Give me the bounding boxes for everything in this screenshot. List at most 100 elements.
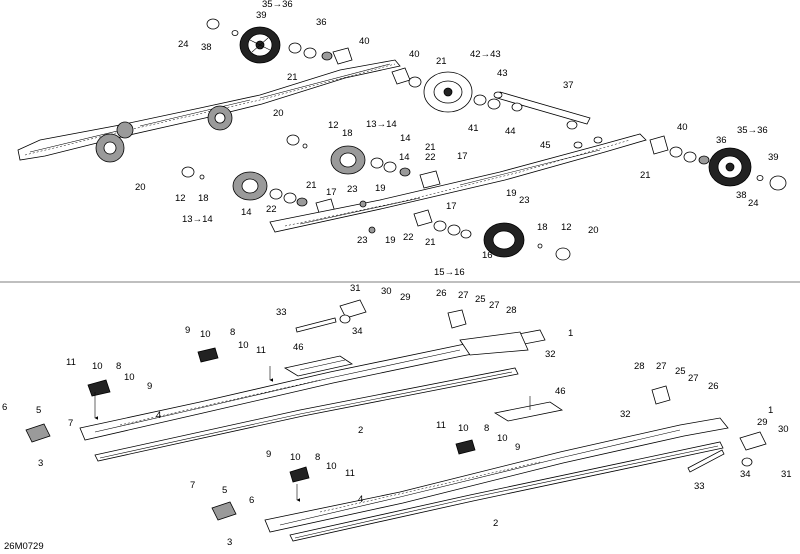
bracket-40b <box>391 67 411 85</box>
upper-callout-40: 40 <box>409 49 420 60</box>
lower-callout-10: 10 <box>238 340 249 351</box>
upper-callout-23: 23 <box>347 184 358 195</box>
upper-callout-45: 45 <box>540 140 551 151</box>
upper-callout-40: 40 <box>359 36 370 47</box>
lower-callout-27: 27 <box>458 290 469 301</box>
upper-callout-40: 40 <box>677 122 688 133</box>
upper-callout-24: 24 <box>748 198 759 209</box>
lower-callout-31: 31 <box>781 469 792 480</box>
upper-callout-24: 24 <box>178 39 189 50</box>
upper-callout-12: 12 <box>175 193 186 204</box>
upper-callout-35-36: 35→36 <box>737 125 768 136</box>
upper-callout-21: 21 <box>425 237 436 248</box>
lower-callout-28: 28 <box>506 305 517 316</box>
bracket-17c <box>413 209 433 227</box>
lower-callout-10: 10 <box>200 329 211 340</box>
wheel-13-14-left <box>232 171 268 201</box>
upper-callout-13-14: 13→14 <box>366 119 397 130</box>
lower-callout-11: 11 <box>436 420 446 431</box>
lower-callout-1: 1 <box>568 328 573 339</box>
lower-callout-10: 10 <box>458 423 469 434</box>
lower-callout-10: 10 <box>92 361 103 372</box>
upper-callout-18: 18 <box>537 222 548 233</box>
lower-callout-5: 5 <box>222 485 227 496</box>
wheel-35-36-top <box>239 26 281 64</box>
bracket-40a <box>332 47 353 65</box>
lower-callout-25: 25 <box>675 366 686 377</box>
figure-code: 26M0729 <box>4 541 44 552</box>
bracket-30b <box>739 431 767 451</box>
upper-assembly <box>17 18 787 261</box>
upper-callout-21: 21 <box>287 72 298 83</box>
lower-callout-11: 11 <box>345 468 355 479</box>
lower-callout-10: 10 <box>124 372 135 383</box>
wheel-13-14-mid <box>330 145 366 175</box>
lower-callout-1: 1 <box>768 405 773 416</box>
lower-callout-10: 10 <box>497 433 508 444</box>
lower-callout-28: 28 <box>634 361 645 372</box>
upper-callout-19: 19 <box>375 183 386 194</box>
lower-callout-3: 3 <box>38 458 43 469</box>
upper-callout-12: 12 <box>561 222 572 233</box>
wheel-35-36-right <box>708 147 752 187</box>
slider-2-top <box>94 367 519 462</box>
lower-callout-33: 33 <box>694 481 705 492</box>
upper-callout-16: 16 <box>482 250 493 261</box>
lower-callout-11: 11 <box>256 345 266 356</box>
wheel-15-16 <box>483 222 525 258</box>
lower-assembly <box>25 299 767 542</box>
upper-callout-14: 14 <box>400 133 411 144</box>
upper-callout-21: 21 <box>306 180 317 191</box>
rail-1-top <box>79 329 546 441</box>
upper-callout-39: 39 <box>256 10 267 21</box>
lower-callout-2: 2 <box>493 518 498 529</box>
lower-callout-31: 31 <box>350 283 361 294</box>
upper-callout-13-14: 13→14 <box>182 214 213 225</box>
lower-callout-46: 46 <box>293 342 304 353</box>
lower-callout-32: 32 <box>620 409 631 420</box>
lower-callout-10: 10 <box>326 461 337 472</box>
lower-callout-9: 9 <box>185 325 190 336</box>
lower-callout-2: 2 <box>358 425 363 436</box>
upper-frame-rail <box>17 59 401 161</box>
bolt-33b <box>687 449 725 473</box>
frame-wheel-small <box>116 121 134 139</box>
bracket-30a <box>339 299 367 319</box>
upper-callout-19: 19 <box>506 188 517 199</box>
upper-callout-36: 36 <box>716 135 727 146</box>
upper-callout-42-43: 42→43 <box>470 49 501 60</box>
lower-callout-8: 8 <box>230 327 235 338</box>
upper-callout-17: 17 <box>446 201 457 212</box>
upper-callout-38: 38 <box>201 42 212 53</box>
block-25b <box>651 385 671 405</box>
lower-callout-34: 34 <box>740 469 751 480</box>
upper-callout-22: 22 <box>266 204 277 215</box>
lower-callout-30: 30 <box>381 286 392 297</box>
lower-callout-26: 26 <box>436 288 447 299</box>
upper-callout-15-16: 15→16 <box>434 267 465 278</box>
upper-callout-19: 19 <box>385 235 396 246</box>
bracket-8d <box>289 466 310 483</box>
upper-callout-37: 37 <box>563 80 574 91</box>
upper-callout-14: 14 <box>241 207 252 218</box>
lower-callout-8: 8 <box>484 423 489 434</box>
block-25a <box>447 309 467 329</box>
lower-callout-9: 9 <box>515 442 520 453</box>
upper-callout-17: 17 <box>326 187 337 198</box>
upper-callout-43: 43 <box>497 68 508 79</box>
upper-callout-18: 18 <box>342 128 353 139</box>
upper-callout-36: 36 <box>316 17 327 28</box>
upper-callout-20: 20 <box>135 182 146 193</box>
upper-callout-20: 20 <box>273 108 284 119</box>
upper-callout-20: 20 <box>588 225 599 236</box>
lower-callout-46: 46 <box>555 386 566 397</box>
bracket-8c <box>455 439 476 455</box>
upper-callout-17: 17 <box>457 151 468 162</box>
bracket-40c <box>649 135 669 155</box>
lower-callout-6: 6 <box>249 495 254 506</box>
lower-callout-7: 7 <box>190 480 195 491</box>
upper-callout-22: 22 <box>403 232 414 243</box>
